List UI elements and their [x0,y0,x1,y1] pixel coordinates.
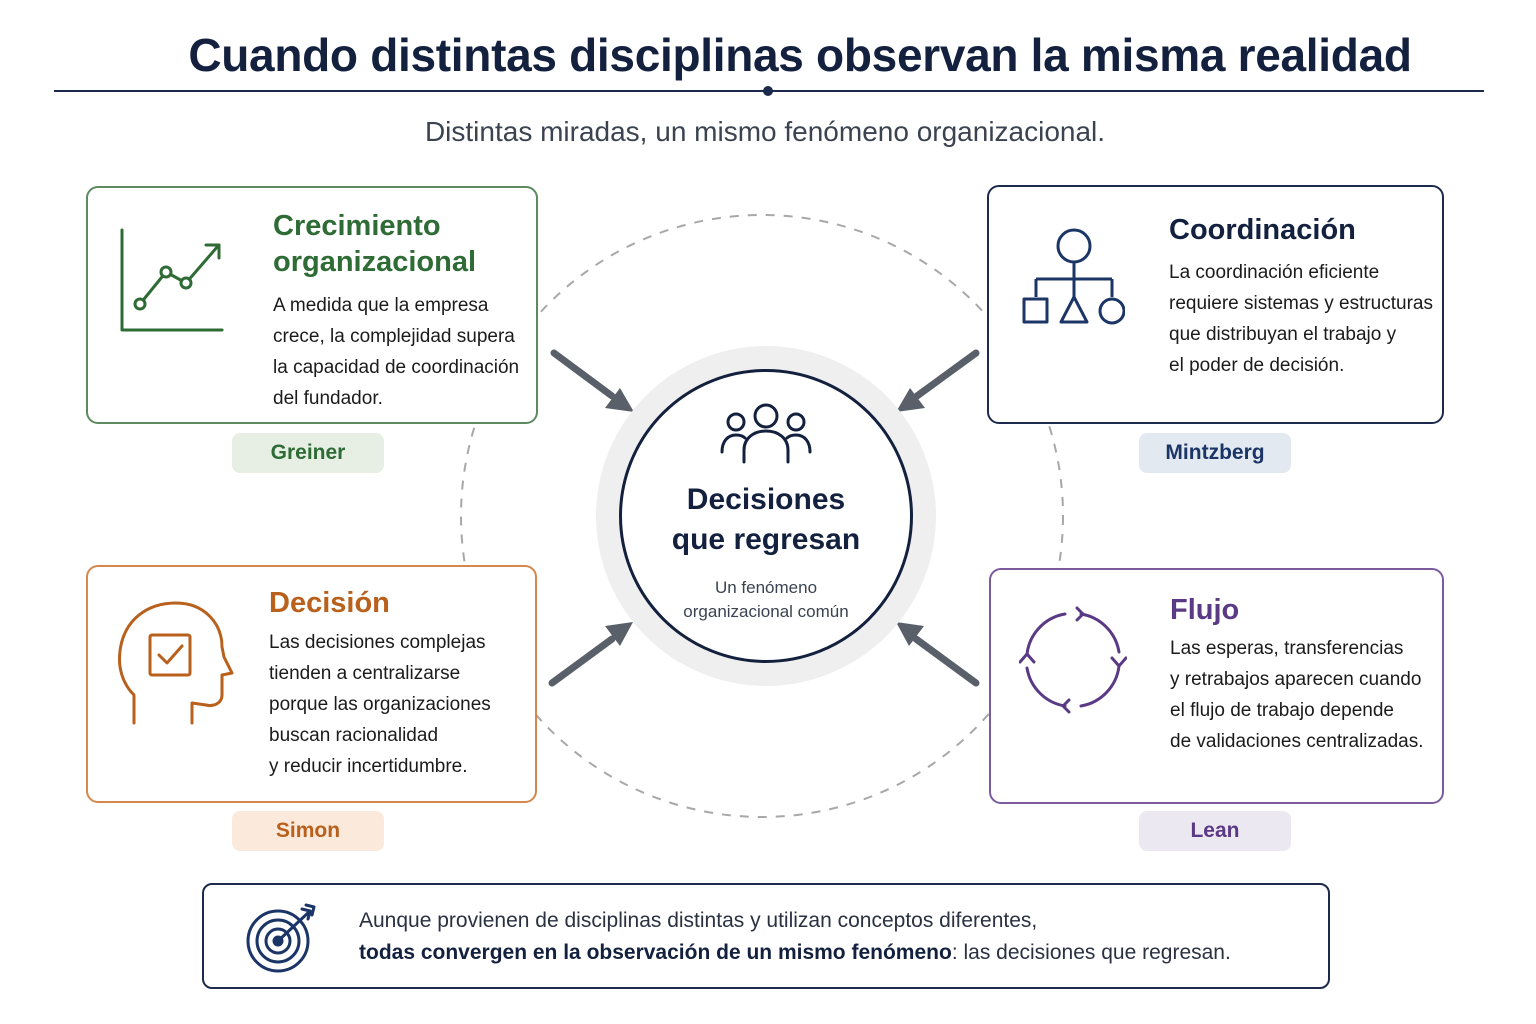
card-flow-line: Las esperas, transferencias [1170,638,1404,659]
card-decision-line: Las decisiones complejas [269,632,486,653]
card-decision-title: Decisión [269,587,390,619]
card-flow-line: y retrabajos aparecen cuando [1170,669,1422,690]
card-growth: Crecimiento organizacional A medida que … [86,186,538,424]
card-growth-title-line1: Crecimiento [273,210,441,242]
card-decision-line: tienden a centralizarse [269,663,461,684]
center-title: Decisiones que regresan [622,480,910,560]
card-coordination-line: requiere sistemas y estructuras [1169,293,1433,314]
note-line2-rest: : las decisiones que regresan. [951,941,1231,964]
note-line2: todas convergen en la observación de un … [359,937,1231,969]
card-decision-body: Las decisiones complejas tienden a centr… [269,627,491,782]
card-growth-line: la capacidad de coordinación [273,357,520,378]
note-emphasis: todas convergen en la observación de un … [359,941,952,964]
card-growth-title: Crecimiento organizacional [273,208,476,280]
card-decision-line: porque las organizaciones [269,694,491,715]
arrow-top-left [550,349,634,412]
center-title-line2: que regresan [671,523,861,556]
center-subtitle-line2: organizacional común [683,602,849,621]
tag-lean: Lean [1139,811,1291,851]
card-coordination-body: La coordinación eficiente requiere siste… [1169,257,1433,381]
card-growth-body: A medida que la empresa crece, la comple… [273,290,519,414]
head-checkbox-icon [118,601,234,725]
arrow-top-right [896,349,980,412]
tag-simon: Simon [232,811,384,851]
card-coordination-line: La coordinación eficiente [1169,262,1380,283]
arrow-bottom-right [896,622,980,687]
note-text: Aunque provienen de disciplinas distinta… [359,905,1231,969]
card-growth-line: del fundador. [273,388,383,409]
card-growth-line: A medida que la empresa [273,295,489,316]
card-coordination-line: que distribuyan el trabajo y [1169,324,1397,345]
card-flow-title: Flujo [1170,594,1240,626]
center-subtitle-line1: Un fenómeno [714,578,818,597]
note-line1: Aunque provienen de disciplinas distinta… [359,909,1038,932]
summary-note: Aunque provienen de disciplinas distinta… [202,883,1330,989]
card-flow-body: Las esperas, transferencias y retrabajos… [1170,633,1424,757]
org-structure-icon [1022,228,1125,325]
center-node: Decisiones que regresan Un fenómeno orga… [619,369,913,663]
page-title: Cuando distintas disciplinas observan la… [188,29,1412,81]
cycle-arrows-icon [1019,606,1127,714]
tag-mintzberg: Mintzberg [1139,433,1291,473]
card-flow: Flujo Las esperas, transferencias y retr… [989,568,1444,804]
card-flow-line: el flujo de trabajo depende [1170,700,1394,721]
card-coordination-line: el poder de decisión. [1169,355,1345,376]
card-growth-line: crece, la complejidad supera [273,326,515,347]
arrow-bottom-left [548,622,633,687]
tag-greiner: Greiner [232,433,384,473]
card-decision-line: y reducir incertidumbre. [269,756,468,777]
title-rule-dot [763,86,773,96]
center-title-line1: Decisiones [686,483,846,516]
card-decision: Decisión Las decisiones complejas tiende… [86,565,537,803]
card-growth-title-line2: organizacional [273,246,477,278]
people-group-icon [720,403,812,464]
line-chart-icon [120,228,224,332]
card-flow-line: de validaciones centralizadas. [1170,731,1424,752]
center-subtitle: Un fenómeno organizacional común [622,576,910,624]
page-subtitle: Distintas miradas, un mismo fenómeno org… [424,116,1106,147]
card-coordination-title: Coordinación [1169,214,1356,246]
card-decision-line: buscan racionalidad [269,725,439,746]
dashed-ring [460,214,1064,818]
card-coordination: Coordinación La coordinación eficiente r… [987,185,1444,424]
target-icon [246,903,316,973]
